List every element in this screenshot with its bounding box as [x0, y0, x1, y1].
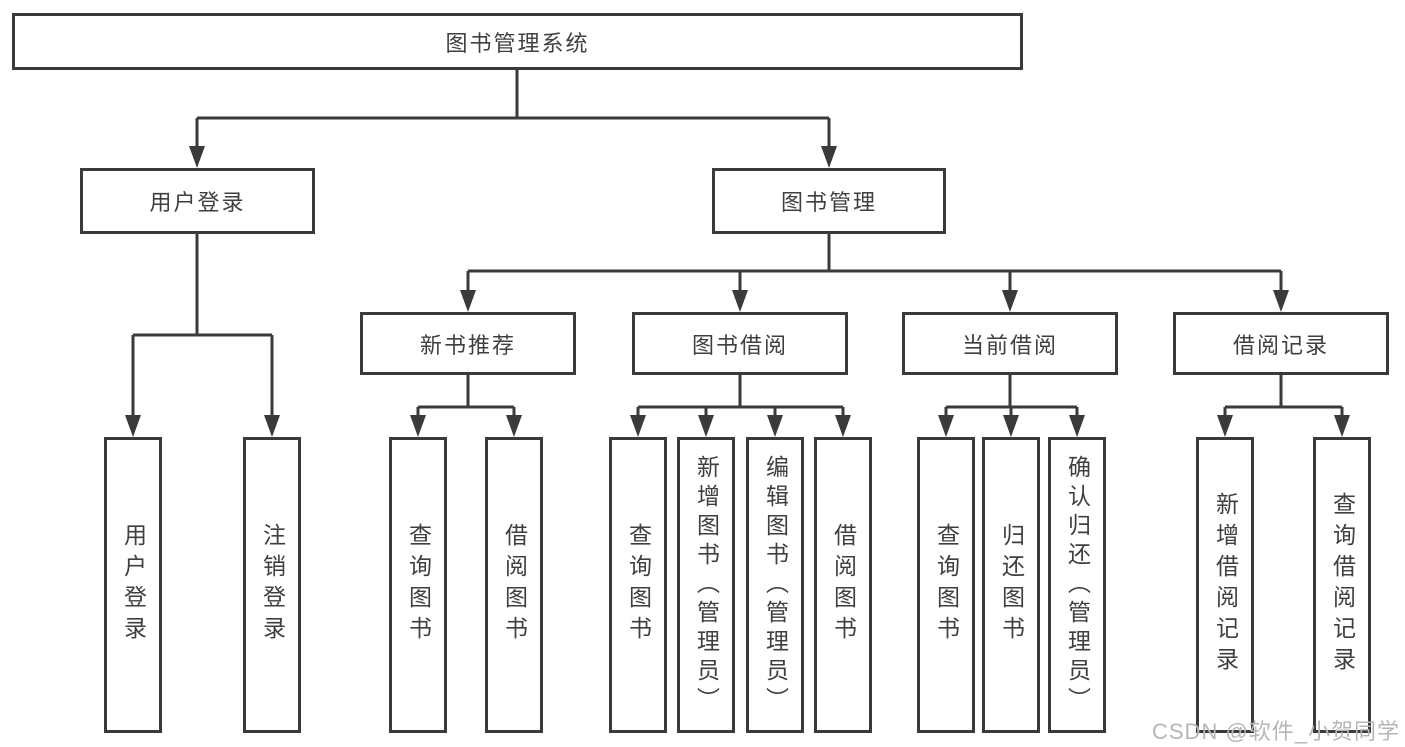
arrowheads: [125, 146, 1350, 437]
leaf-borrow-books: 借阅图书: [814, 437, 872, 733]
leaf-user-login: 用户登录: [104, 437, 162, 733]
node-current-borrow: 当前借阅: [902, 312, 1118, 375]
leaf-add-borrow-record: 新增借阅记录: [1196, 437, 1254, 733]
leaf-logout: 注销登录: [243, 437, 301, 733]
node-system-root: 图书管理系统: [12, 13, 1023, 70]
leaf-query-borrow-record: 查询借阅记录: [1313, 437, 1371, 733]
leaf-query-books-current: 查询图书: [917, 437, 975, 733]
leaf-edit-books-admin: 编辑图书（管理员）: [746, 437, 804, 733]
node-book-management: 图书管理: [712, 168, 946, 234]
node-borrow-record: 借阅记录: [1173, 312, 1389, 375]
leaf-query-books-borrow: 查询图书: [609, 437, 667, 733]
leaf-query-books-recommend: 查询图书: [389, 437, 447, 733]
node-new-book-recommend: 新书推荐: [360, 312, 576, 375]
leaf-return-books: 归还图书: [982, 437, 1040, 733]
leaf-confirm-return-admin: 确认归还（管理员）: [1048, 437, 1106, 733]
node-book-borrow: 图书借阅: [632, 312, 848, 375]
leaf-borrow-books-recommend: 借阅图书: [485, 437, 543, 733]
csdn-watermark: CSDN @软件_小贺同学: [1152, 719, 1401, 744]
leaf-add-books-admin: 新增图书（管理员）: [677, 437, 735, 733]
node-user-login: 用户登录: [80, 168, 315, 234]
